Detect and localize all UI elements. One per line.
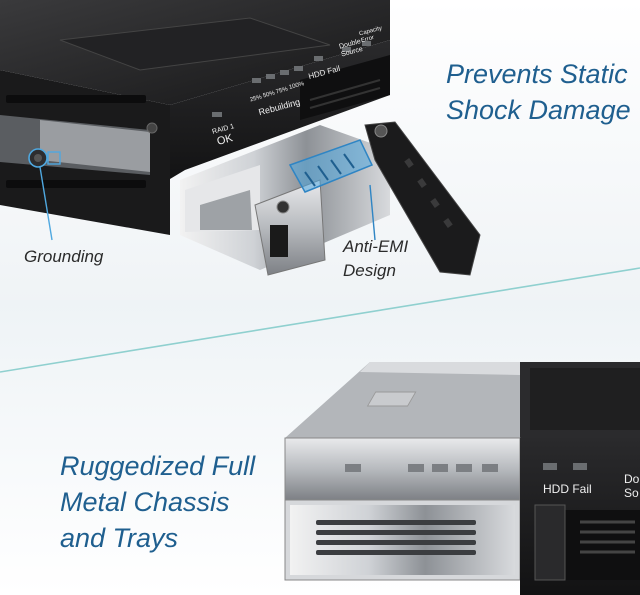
caption-static-line2: Shock Damage (446, 95, 631, 125)
section-divider (0, 267, 640, 373)
caption-grounding: Grounding (24, 247, 104, 266)
top-enclosure (0, 0, 390, 241)
device-label-hdd-fail-bottom: HDD Fail (543, 482, 592, 496)
caption-anti-emi-line1: Anti-EMI (343, 237, 409, 256)
caption-rugged-line2: Metal Chassis (60, 487, 230, 517)
drive-tray (180, 121, 481, 276)
device-label-double-source-bottom-1: Do (624, 472, 640, 486)
device-label-double-source-bottom-2: So (624, 486, 639, 500)
caption-static-protection: Prevents Static Shock Damage (446, 56, 631, 128)
caption-anti-emi-line2: Design (343, 261, 396, 280)
caption-rugged-line1: Ruggedized Full (60, 451, 256, 481)
caption-rugged-line3: and Trays (60, 523, 179, 553)
caption-rugged-chassis: Ruggedized Full Metal Chassis and Trays (60, 448, 255, 556)
bottom-enclosure (284, 362, 640, 595)
caption-anti-emi: Anti-EMI Design (343, 235, 408, 283)
caption-static-line1: Prevents Static (446, 59, 628, 89)
